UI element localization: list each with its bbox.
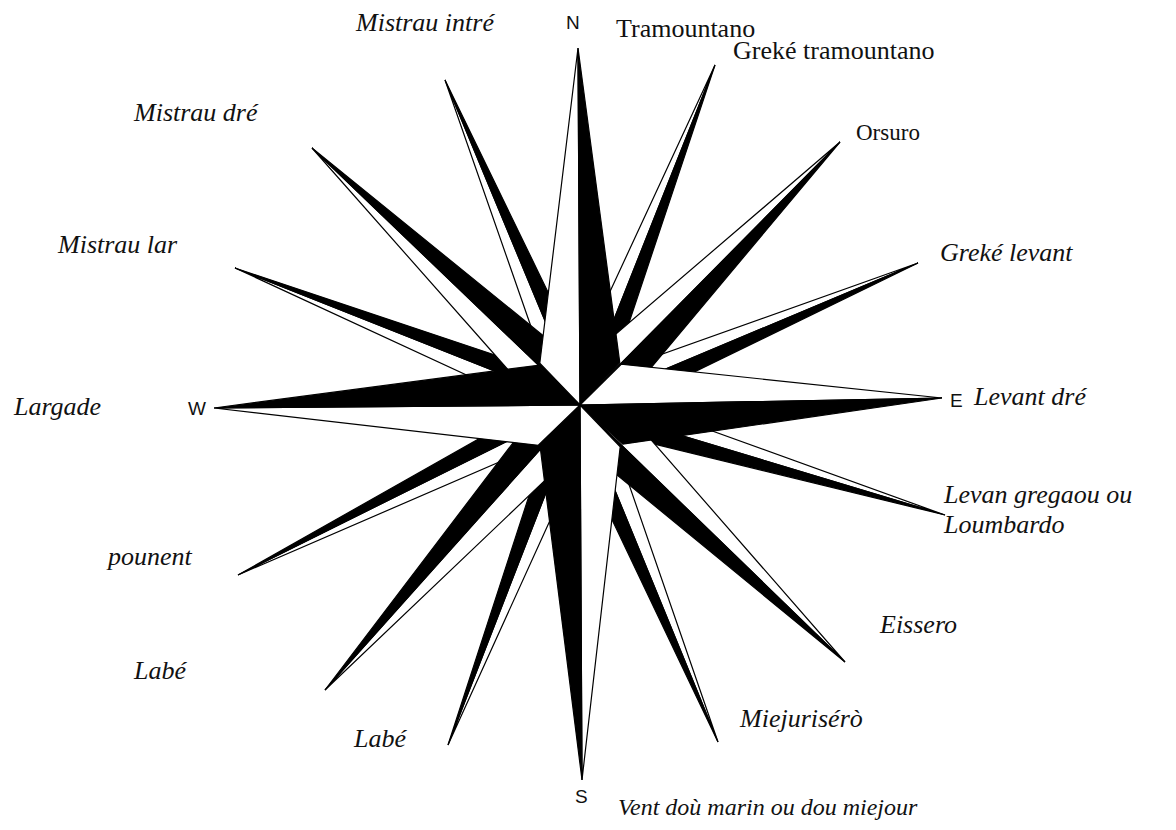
wind-name: Mistrau dré (134, 98, 258, 128)
wind-name: Levan gregaou ou Loumbardo (944, 480, 1166, 540)
rose-point (540, 48, 580, 405)
compass-letter: N (566, 12, 580, 34)
wind-name: Orsuro (856, 120, 920, 146)
wind-name: Greké levant (940, 238, 1073, 268)
wind-name: pounent (108, 542, 192, 572)
rose-point (578, 48, 620, 405)
wind-name: Levant dré (974, 382, 1086, 412)
compass-letter: W (188, 398, 206, 420)
rose-point (540, 405, 582, 780)
rose-point (214, 365, 580, 408)
wind-name: Labé (354, 724, 406, 754)
wind-name: Eissero (880, 610, 957, 640)
rose-point (580, 405, 845, 662)
rose-point (580, 405, 620, 780)
wind-name: Miejurisérò (740, 704, 863, 734)
compass-letter: S (575, 786, 588, 808)
rose-point (580, 405, 845, 662)
wind-name: Vent doù marin ou dou miejour (618, 794, 917, 822)
wind-name: Mistrau intré (356, 8, 494, 38)
rose-point (580, 398, 942, 444)
wind-name: Mistrau lar (58, 230, 177, 260)
rose-point (214, 405, 580, 445)
wind-name: Labé (134, 656, 186, 686)
wind-name: Greké tramountano (733, 36, 934, 66)
compass-letter: E (950, 390, 963, 412)
wind-name: Largade (14, 392, 101, 422)
